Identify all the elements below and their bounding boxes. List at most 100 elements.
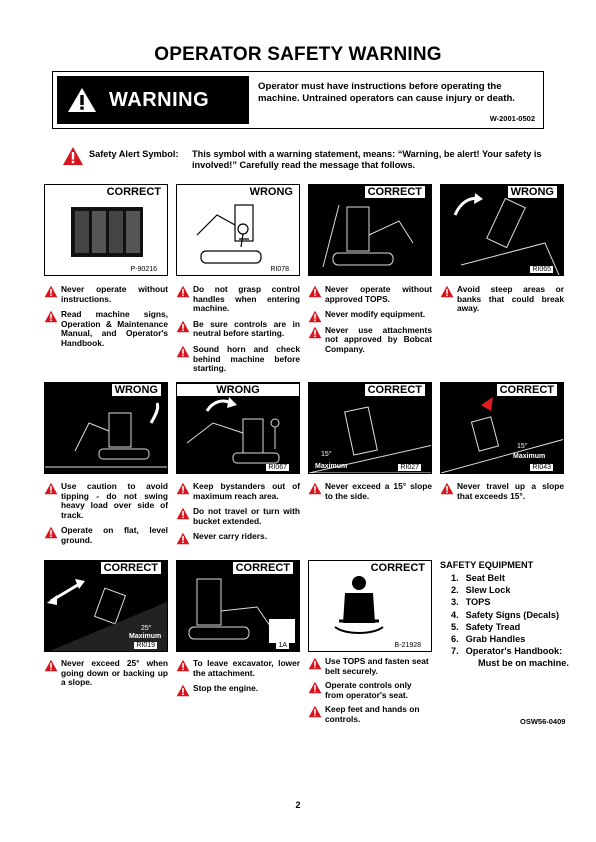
alert-triangle-icon [440, 482, 454, 495]
safety-equipment-list: SAFETY EQUIPMENT 1. Seat Belt 2. Slew Lo… [440, 560, 580, 669]
tops-excavator-illustration [322, 204, 414, 268]
warning-item: Be sure controls are in neutral before s… [176, 318, 300, 339]
warning-item-text: Do not grasp control handles when enteri… [193, 284, 300, 314]
warning-item-text: Use TOPS and fasten seat belt securely. [325, 656, 429, 676]
list-number: 6. [451, 634, 459, 645]
alert-triangle-icon [44, 310, 58, 323]
warning-item: Operate controls only from operator's se… [308, 680, 432, 700]
panel-code: RI043 [530, 464, 553, 471]
panel-bystanders: WRONG RI067 [176, 382, 300, 474]
panel-label: CORRECT [496, 384, 557, 396]
downhill-illustration [47, 579, 167, 651]
warning-item-text: Stop the engine. [193, 683, 259, 694]
panel-label: WRONG [507, 186, 557, 198]
list-item-text: Grab Handles [465, 634, 526, 645]
list-number: 7. [451, 646, 459, 657]
alert-triangle-icon [308, 657, 322, 670]
panel-leave-excavator: CORRECT 1A [176, 560, 300, 652]
warning-item-text: Never exceed a 15° slope to the side. [325, 481, 432, 501]
safety-alert-row: Safety Alert Symbol: This symbol with a … [62, 144, 562, 174]
seated-operator-illustration [334, 576, 384, 634]
warning-item: Use caution to avoid tipping - do not sw… [44, 481, 168, 520]
warning-item: Sound horn and check behind machine befo… [176, 343, 300, 374]
lowered-attachment-illustration [188, 578, 295, 643]
list-item-text: TOPS [465, 597, 491, 608]
list-number: 2. [451, 585, 459, 596]
panel-5-warnings: Use caution to avoid tipping - do not sw… [44, 481, 168, 552]
page-number: 2 [295, 800, 301, 810]
warning-item-text: Be sure controls are in neutral before s… [193, 318, 300, 339]
list-item: 7. Operator's Handbook: [440, 645, 580, 657]
alert-triangle-icon [176, 684, 190, 697]
panel-label: CORRECT [370, 562, 425, 574]
alert-triangle-icon [308, 706, 322, 718]
warning-item: Never exceed 25° when going down or back… [44, 658, 168, 688]
list-item: 4. Safety Signs (Decals) [440, 609, 580, 621]
side-slope-illustration [309, 406, 431, 473]
alert-triangle-icon [176, 345, 190, 358]
warning-item-text: Never exceed 25° when going down or back… [61, 658, 168, 688]
slope-degree: 25° [141, 625, 152, 632]
alert-triangle-icon [44, 659, 58, 672]
handbook-note: Must be on machine. [478, 658, 569, 669]
panel-code: RI065 [530, 266, 553, 273]
warning-text: Operator must have instructions before o… [258, 81, 515, 104]
document-code: OSW56-0409 [520, 717, 566, 726]
alert-triangle-icon [176, 320, 190, 333]
warning-item: Do not travel or turn with bucket extend… [176, 506, 300, 526]
alert-triangle-icon [176, 533, 190, 545]
warning-item-text: Never carry riders. [193, 531, 268, 542]
warning-item-text: Sound horn and check behind machine befo… [193, 343, 300, 374]
panel-operator-instructions: CORRECT P-90216 [44, 184, 168, 276]
panel-code: RI078 [270, 266, 289, 273]
safety-equipment-heading: SAFETY EQUIPMENT [440, 560, 534, 570]
list-item: 6. Grab Handles [440, 633, 580, 645]
warning-item-text: Keep feet and hands on controls. [325, 704, 420, 724]
panel-code: 1A [276, 642, 289, 649]
panel-7-warnings: Never exceed a 15° slope to the side. [308, 481, 432, 507]
panel-3-warnings: Never operate without approved TOPS. Nev… [308, 284, 432, 361]
warning-item-text: Never operate without approved TOPS. [325, 284, 432, 304]
warning-word: WARNING [109, 88, 210, 111]
panel-tops: CORRECT [308, 184, 432, 276]
alert-triangle-icon [176, 507, 190, 520]
warning-item: Use TOPS and fasten seat belt securely. [308, 656, 432, 676]
list-item-text: Seat Belt [465, 573, 505, 583]
alert-triangle-icon [308, 482, 322, 495]
panel-8-warnings: Never travel up a slope that exceeds 15°… [440, 481, 564, 507]
warning-item-text: Operate on flat, level ground. [61, 525, 168, 545]
list-item: 1. Seat Belt [440, 572, 580, 584]
warning-item-text: Never operate without instructions. [61, 284, 168, 304]
list-number: 5. [451, 621, 459, 632]
alert-triangle-icon [308, 285, 322, 298]
slope-degree: 15° [517, 443, 528, 450]
panel-9-warnings: Never exceed 25° when going down or back… [44, 658, 168, 694]
list-item-text: Slew Lock [465, 585, 511, 596]
alert-triangle-icon [44, 285, 58, 298]
warning-item-text: Operate controls only from operator's se… [325, 680, 412, 700]
panel-label: WRONG [249, 186, 293, 198]
list-number: 3. [451, 597, 459, 608]
list-item-text: Safety Signs (Decals) [465, 609, 560, 620]
panel-4-warnings: Avoid steep areas or banks that could br… [440, 284, 564, 320]
slope-maximum: Maximum [315, 463, 348, 470]
warning-item: Never operate without instructions. [44, 284, 168, 304]
warning-item: Never exceed a 15° slope to the side. [308, 481, 432, 501]
manual-illustration [71, 207, 143, 257]
panel-label: CORRECT [364, 186, 425, 198]
alert-triangle-icon [44, 482, 58, 495]
panel-side-slope: CORRECT 15° Maximum RI027 [308, 382, 432, 474]
swing-load-illustration [45, 402, 167, 468]
list-number: 1. [451, 573, 459, 583]
panel-label: CORRECT [100, 562, 161, 574]
warning-item: Never modify equipment. [308, 309, 432, 323]
warning-item-text: Keep bystanders out of maximum reach are… [193, 481, 300, 501]
warning-item-text: Never modify equipment. [325, 309, 426, 320]
warning-item: To leave excavator, lower the attachment… [176, 658, 300, 678]
list-item: 2. Slew Lock [440, 584, 580, 596]
panel-10-warnings: To leave excavator, lower the attachment… [176, 658, 300, 700]
warning-item: Keep feet and hands on controls. [308, 705, 432, 724]
warning-item: Do not grasp control handles when enteri… [176, 284, 300, 314]
warning-item: Avoid steep areas or banks that could br… [440, 284, 564, 314]
panel-label: WRONG [111, 384, 161, 396]
